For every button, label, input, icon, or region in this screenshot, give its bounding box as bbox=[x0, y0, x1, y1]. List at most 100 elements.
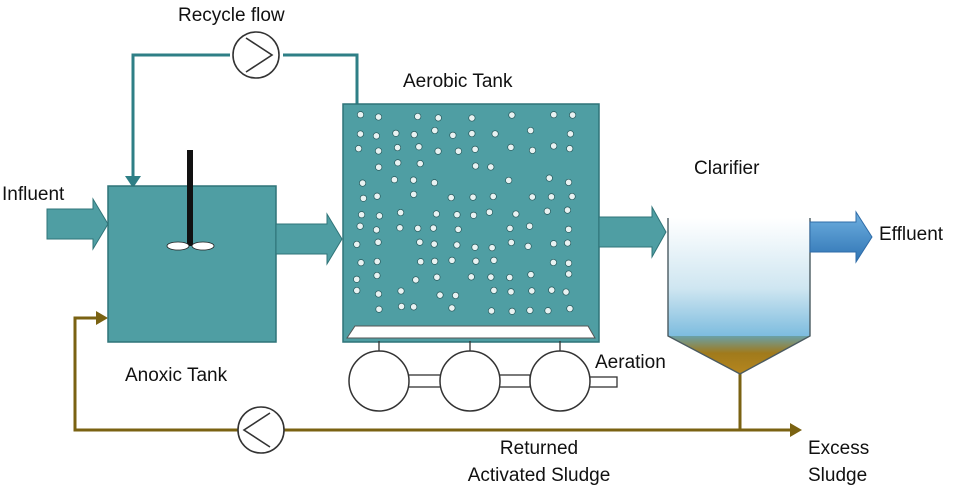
mixer-icon bbox=[166, 150, 215, 251]
bubble-icon bbox=[356, 130, 364, 138]
bubble-icon bbox=[485, 208, 493, 216]
bubble-icon bbox=[392, 129, 400, 137]
excess-sludge-label-line2: Sludge bbox=[808, 465, 868, 486]
bubble-icon bbox=[375, 212, 383, 220]
bubble-icon bbox=[353, 286, 361, 295]
bubble-icon bbox=[410, 131, 418, 139]
bubble-icon bbox=[432, 210, 440, 218]
bubble-icon bbox=[373, 192, 381, 200]
bubble-icon bbox=[565, 225, 573, 233]
bubble-icon bbox=[568, 192, 576, 201]
bubble-icon bbox=[512, 210, 520, 218]
bubble-icon bbox=[564, 239, 572, 247]
bubble-icon bbox=[394, 159, 402, 167]
bubble-icon bbox=[453, 211, 461, 219]
bubble-icon bbox=[550, 142, 558, 150]
bubble-icon bbox=[566, 145, 574, 153]
bubble-icon bbox=[524, 242, 532, 250]
bubble-icon bbox=[467, 273, 475, 281]
bubble-icon bbox=[434, 114, 442, 122]
bubble-icon bbox=[468, 114, 476, 122]
bubble-icon bbox=[414, 112, 422, 121]
bubble-icon bbox=[470, 211, 478, 219]
aerobic-tank bbox=[342, 103, 600, 343]
bubble-icon bbox=[430, 179, 438, 187]
bubble-icon bbox=[544, 307, 552, 315]
bubble-icon bbox=[447, 194, 455, 202]
excess-sludge-label-line1: Excess bbox=[808, 438, 870, 459]
aeration-blowers bbox=[348, 341, 618, 412]
bubble-icon bbox=[565, 178, 573, 186]
clarifier-label: Clarifier bbox=[694, 158, 760, 179]
bubble-icon bbox=[353, 275, 361, 283]
bubble-icon bbox=[431, 126, 439, 135]
bubble-icon bbox=[390, 176, 398, 184]
bubble-icon bbox=[550, 240, 558, 248]
bubble-icon bbox=[566, 130, 574, 138]
influent-label: Influent bbox=[2, 184, 65, 205]
bubble-icon bbox=[412, 276, 420, 284]
recycle-flow-label: Recycle flow bbox=[178, 5, 285, 26]
bubble-icon bbox=[374, 238, 382, 246]
bubble-icon bbox=[434, 147, 442, 155]
bubble-icon bbox=[528, 287, 536, 295]
bubble-icon bbox=[508, 307, 516, 315]
bubble-icon bbox=[488, 244, 496, 252]
bubble-icon bbox=[397, 287, 405, 295]
bubble-icon bbox=[373, 271, 381, 280]
returned-sludge-label-line1: Returned bbox=[499, 438, 579, 459]
bubble-icon bbox=[526, 306, 534, 314]
bubble-icon bbox=[526, 222, 534, 230]
bubble-icon bbox=[506, 273, 514, 282]
bubble-icon bbox=[358, 211, 366, 219]
bubble-icon bbox=[409, 176, 418, 184]
bubble-icon bbox=[507, 238, 515, 247]
bubble-icon bbox=[417, 258, 425, 266]
bubble-icon bbox=[489, 192, 497, 201]
return-pump-icon bbox=[237, 406, 285, 454]
recycle-flow-line bbox=[131, 53, 359, 180]
bubble-icon bbox=[357, 259, 365, 267]
bubble-icon bbox=[393, 144, 402, 152]
bubble-icon bbox=[528, 193, 536, 201]
blower-icon bbox=[348, 350, 410, 412]
bubble-icon bbox=[527, 126, 535, 135]
bubble-icon bbox=[549, 258, 557, 267]
bubble-icon bbox=[487, 307, 496, 315]
bubble-icon bbox=[507, 143, 515, 151]
bubble-icon bbox=[452, 291, 460, 300]
bubble-icon bbox=[490, 256, 498, 264]
influent-arrow-icon bbox=[46, 197, 109, 251]
bubble-icon bbox=[548, 286, 556, 294]
bubble-icon bbox=[472, 162, 480, 170]
bubble-icon bbox=[545, 174, 553, 182]
recycle-pump-icon bbox=[232, 31, 280, 79]
bubble-icon bbox=[471, 145, 479, 153]
bubble-icon bbox=[454, 225, 462, 233]
bubble-icon bbox=[472, 257, 480, 265]
bubble-icon bbox=[410, 303, 418, 311]
bubble-icon bbox=[372, 226, 381, 234]
bubble-icon bbox=[353, 240, 361, 248]
bubble-icon bbox=[565, 259, 573, 267]
bubble-icon bbox=[491, 130, 499, 138]
bubble-icon bbox=[356, 111, 365, 119]
bubble-icon bbox=[563, 206, 572, 214]
diffuser-plate bbox=[346, 325, 596, 339]
bubble-icon bbox=[374, 290, 383, 298]
anoxic-tank-label: Anoxic Tank bbox=[125, 365, 228, 386]
bubble-icon bbox=[454, 147, 462, 155]
bubble-icon bbox=[373, 257, 381, 266]
aerobic-to-clarifier-arrow-icon bbox=[598, 205, 667, 259]
aeration-bubbles bbox=[353, 111, 577, 315]
bubble-icon bbox=[374, 113, 383, 121]
bubble-icon bbox=[449, 131, 457, 139]
bubble-icon bbox=[375, 163, 383, 171]
bubble-icon bbox=[566, 305, 574, 313]
bubble-icon bbox=[414, 224, 422, 232]
bubble-icon bbox=[397, 209, 405, 217]
bubble-icon bbox=[565, 270, 573, 278]
bubble-icon bbox=[453, 241, 461, 249]
bubble-icon bbox=[397, 302, 406, 311]
